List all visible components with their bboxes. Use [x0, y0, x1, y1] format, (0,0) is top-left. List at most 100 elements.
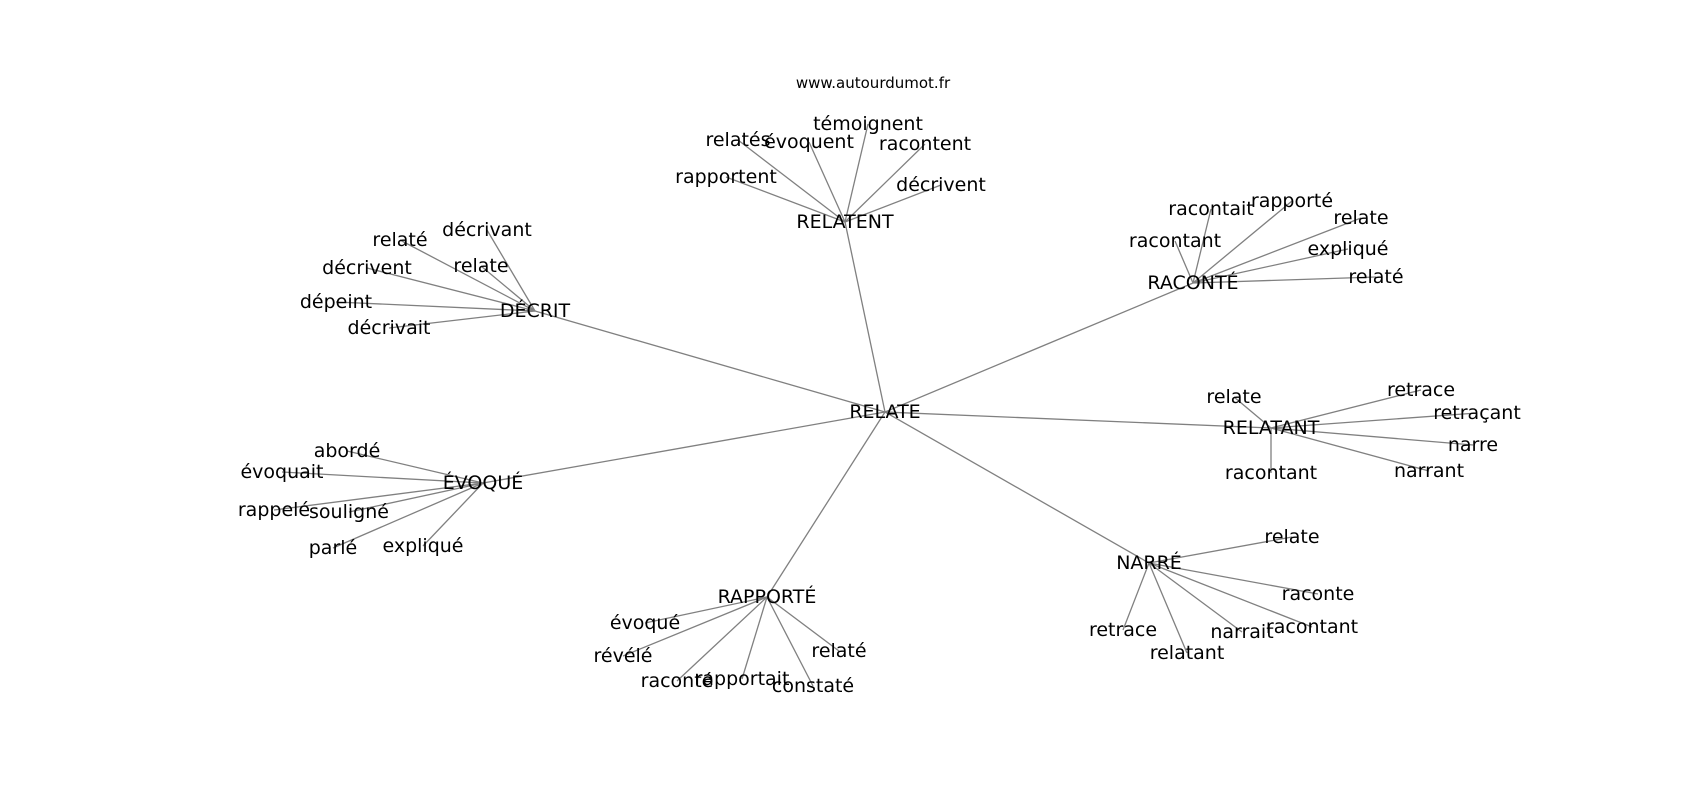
word-node[interactable]: retrace — [1089, 619, 1157, 641]
edge-hub-to-word — [1148, 562, 1313, 628]
edge-center-to-hub — [884, 282, 1194, 413]
edge-hub-to-word — [1270, 389, 1422, 429]
word-node[interactable]: retraçant — [1433, 402, 1521, 424]
edge-hub-to-word — [844, 123, 869, 223]
word-node[interactable]: relaté — [1348, 266, 1403, 288]
center-node[interactable]: RELATE — [849, 401, 920, 423]
edge-hub-to-word — [1192, 217, 1362, 284]
hub-node[interactable]: ÉVOQUÉ — [443, 471, 524, 494]
word-node[interactable]: relaté — [372, 229, 427, 251]
word-node[interactable]: abordé — [314, 440, 381, 462]
word-node[interactable]: décrivait — [348, 317, 431, 339]
edge-hub-to-word — [281, 471, 484, 484]
word-node[interactable]: évoquent — [764, 131, 854, 153]
word-node[interactable]: racontant — [1266, 616, 1358, 638]
edge-hub-to-word — [273, 482, 484, 511]
edge-center-to-hub — [482, 411, 886, 484]
edge-hub-to-word — [1270, 427, 1474, 446]
word-node[interactable]: décrivant — [442, 219, 532, 241]
edge-hub-to-word — [1192, 276, 1377, 284]
edge-hub-to-word — [766, 596, 814, 687]
edge-hub-to-word — [725, 176, 846, 223]
word-node[interactable]: narrait — [1210, 621, 1273, 643]
edge-hub-to-word — [1233, 396, 1272, 429]
edge-hub-to-word — [366, 267, 536, 312]
edge-hub-to-word — [346, 450, 484, 484]
hub-node[interactable]: RACONTÉ — [1147, 271, 1238, 294]
hub-node[interactable]: NARRÉ — [1116, 551, 1182, 574]
word-node[interactable]: témoignent — [813, 113, 923, 135]
edge-hub-to-word — [808, 141, 846, 223]
word-node[interactable]: expliqué — [1307, 238, 1388, 260]
word-node[interactable]: relatés — [705, 129, 770, 151]
word-node[interactable]: raconté — [641, 670, 714, 692]
word-node[interactable]: rapportent — [675, 166, 777, 188]
edge-hub-to-word — [1148, 536, 1293, 564]
word-node[interactable]: narre — [1448, 434, 1498, 456]
edge-hub-to-word — [486, 229, 536, 312]
word-node[interactable]: rapportait — [695, 668, 790, 690]
word-node[interactable]: relaté — [811, 640, 866, 662]
word-node[interactable]: relate — [453, 255, 508, 277]
word-node[interactable]: raconte — [1282, 583, 1355, 605]
edge-center-to-hub — [534, 310, 886, 413]
word-node[interactable]: relate — [1333, 207, 1388, 229]
edges-layer — [273, 123, 1478, 687]
edge-hub-to-word — [422, 482, 484, 547]
labels-layer: www.autourdumot.fr témoignentévoquentrel… — [238, 74, 1521, 697]
word-node[interactable]: décrivent — [322, 257, 412, 279]
edge-hub-to-word — [348, 482, 484, 513]
edge-hub-to-word — [1122, 562, 1150, 631]
edge-hub-to-word — [1192, 248, 1349, 284]
word-node[interactable]: relate — [1264, 526, 1319, 548]
word-node[interactable]: racontait — [1168, 198, 1253, 220]
edge-hub-to-word — [332, 482, 484, 549]
hub-node[interactable]: RAPPORTÉ — [718, 585, 817, 608]
word-node[interactable]: expliqué — [382, 535, 463, 557]
edge-hub-to-word — [766, 596, 840, 652]
word-node[interactable]: relate — [1206, 386, 1261, 408]
edge-hub-to-word — [1192, 200, 1293, 284]
word-node[interactable]: dépeint — [300, 291, 372, 313]
edge-hub-to-word — [1270, 427, 1430, 472]
edge-hub-to-word — [644, 596, 768, 624]
word-node[interactable]: constaté — [772, 675, 854, 697]
word-node[interactable]: révélé — [594, 645, 653, 667]
edge-center-to-hub — [766, 411, 886, 598]
edge-hub-to-word — [480, 265, 536, 312]
edge-hub-to-word — [741, 596, 768, 680]
edge-hub-to-word — [737, 139, 846, 223]
edge-hub-to-word — [388, 310, 536, 329]
edge-hub-to-word — [1148, 562, 1188, 654]
edge-center-to-hub — [844, 221, 886, 413]
hub-node[interactable]: RELATANT — [1223, 417, 1320, 439]
word-node[interactable]: décrivent — [896, 174, 986, 196]
edge-hub-to-word — [844, 184, 942, 223]
source-label: www.autourdumot.fr — [796, 74, 951, 92]
word-node[interactable]: racontant — [1225, 462, 1317, 484]
word-node[interactable]: rappelé — [238, 499, 310, 521]
word-node[interactable]: narrant — [1394, 460, 1464, 482]
edge-hub-to-word — [1192, 208, 1212, 284]
word-node[interactable]: évoquait — [240, 461, 323, 483]
word-node[interactable]: racontent — [879, 133, 971, 155]
edge-hub-to-word — [844, 143, 926, 223]
edge-hub-to-word — [1270, 412, 1478, 429]
edge-center-to-hub — [884, 411, 1150, 564]
word-node[interactable]: racontant — [1129, 230, 1221, 252]
word-node[interactable]: évoqué — [610, 612, 680, 634]
edge-hub-to-word — [1148, 562, 1243, 633]
word-node[interactable]: rapporté — [1251, 190, 1333, 212]
edge-hub-to-word — [399, 239, 536, 312]
edge-hub-to-word — [622, 596, 768, 657]
word-node[interactable]: parlé — [309, 537, 357, 559]
edge-center-to-hub — [884, 411, 1272, 429]
edge-hub-to-word — [676, 596, 768, 682]
hub-node[interactable]: DÉCRIT — [500, 299, 571, 322]
word-node[interactable]: relatant — [1150, 642, 1225, 664]
word-node[interactable]: souligné — [309, 501, 389, 523]
edge-hub-to-word — [1174, 240, 1194, 284]
hub-node[interactable]: RELATENT — [796, 211, 894, 233]
word-node[interactable]: retrace — [1387, 379, 1455, 401]
